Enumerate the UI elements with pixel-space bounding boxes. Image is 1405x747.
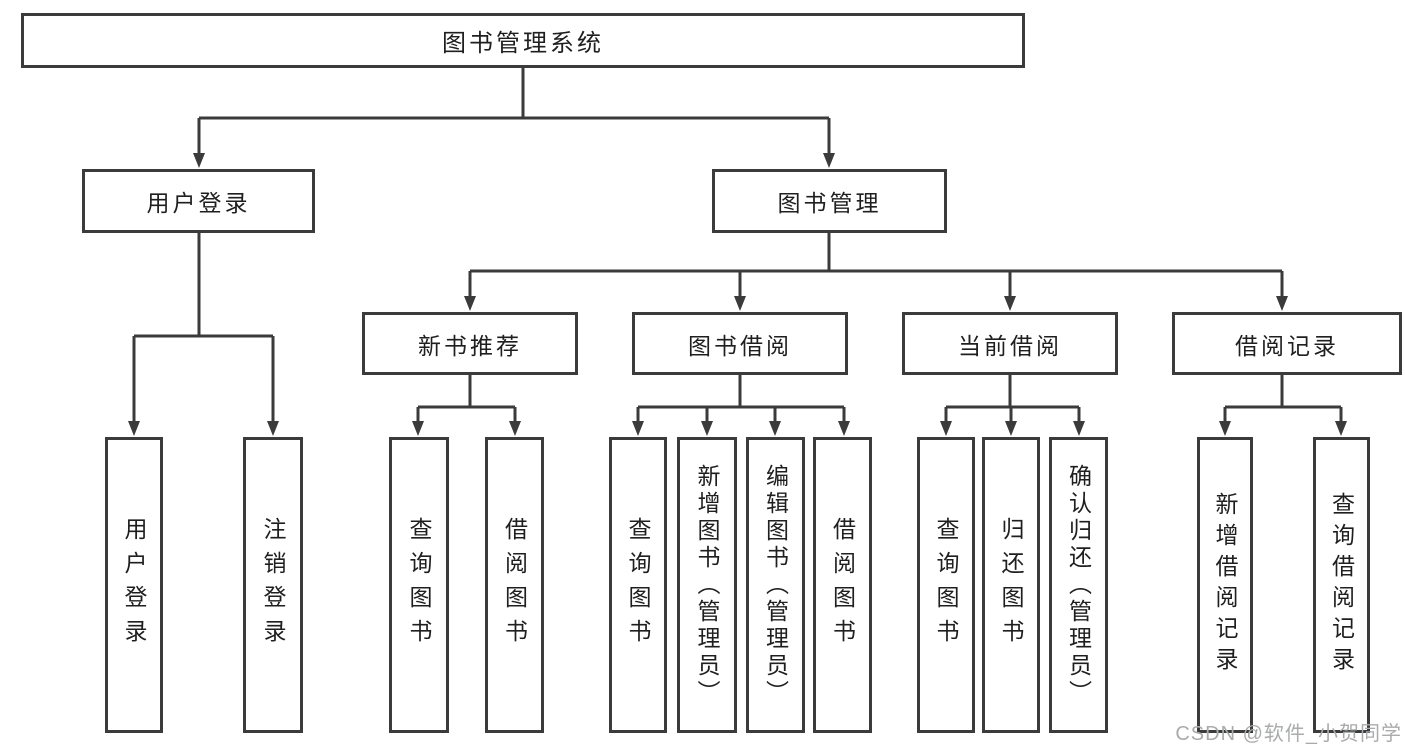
- arrowheads: [128, 153, 1347, 436]
- leaf-query-books-recommend-label: 查询图书: [406, 517, 432, 653]
- leaf-confirm-return-admin-label: 确认归还（管理员）: [1065, 463, 1092, 707]
- watermark-text: CSDN @软件_小贺同学: [1175, 723, 1402, 745]
- node-user-login: 用户登录: [82, 169, 315, 233]
- node-book-management-label: 图书管理: [777, 190, 882, 216]
- node-user-login-label: 用户登录: [146, 190, 251, 216]
- leaf-query-books-current-label: 查询图书: [933, 517, 959, 653]
- leaf-query-borrow-record: 查询借阅记录: [1313, 437, 1370, 733]
- node-new-book-recommend: 新书推荐: [362, 312, 578, 375]
- leaf-add-borrow-record-label: 新增借阅记录: [1212, 492, 1238, 678]
- leaf-logout-label: 注销登录: [260, 517, 286, 653]
- leaf-return-book: 归还图书: [982, 437, 1040, 733]
- leaf-query-borrow-record-label: 查询借阅记录: [1328, 492, 1355, 678]
- tree-edges: [132, 68, 1343, 424]
- leaf-confirm-return-admin: 确认归还（管理员）: [1049, 437, 1108, 733]
- leaf-logout: 注销登录: [243, 437, 303, 733]
- leaf-edit-book-admin-label: 编辑图书（管理员）: [762, 463, 789, 707]
- node-root-system: 图书管理系统: [21, 13, 1025, 68]
- leaf-query-books-current: 查询图书: [917, 437, 975, 733]
- leaf-borrow-books: 借阅图书: [813, 437, 872, 733]
- node-book-management: 图书管理: [712, 169, 947, 233]
- leaf-add-borrow-record: 新增借阅记录: [1197, 437, 1253, 733]
- leaf-borrow-books-recommend: 借阅图书: [485, 437, 544, 733]
- node-root-label: 图书管理系统: [442, 30, 604, 57]
- node-book-borrowing-label: 图书借阅: [688, 332, 792, 359]
- node-borrowing-records-label: 借阅记录: [1235, 332, 1339, 359]
- node-current-borrowing: 当前借阅: [902, 312, 1118, 375]
- leaf-query-books-borrowing: 查询图书: [609, 437, 667, 733]
- node-new-book-recommend-label: 新书推荐: [418, 332, 522, 359]
- leaf-query-books-recommend: 查询图书: [389, 437, 449, 733]
- node-current-borrowing-label: 当前借阅: [958, 332, 1062, 359]
- leaf-edit-book-admin: 编辑图书（管理员）: [746, 437, 805, 733]
- leaf-add-book-admin-label: 新增图书（管理员）: [694, 463, 720, 707]
- node-book-borrowing: 图书借阅: [632, 312, 848, 375]
- leaf-return-book-label: 归还图书: [998, 517, 1024, 653]
- leaf-user-login-label: 用户登录: [121, 517, 147, 653]
- leaf-borrow-books-label: 借阅图书: [829, 517, 856, 653]
- leaf-query-books-borrowing-label: 查询图书: [625, 517, 651, 653]
- leaf-borrow-books-recommend-label: 借阅图书: [501, 517, 528, 653]
- node-borrowing-records: 借阅记录: [1172, 312, 1402, 375]
- leaf-user-login: 用户登录: [105, 437, 163, 733]
- leaf-add-book-admin: 新增图书（管理员）: [677, 437, 737, 733]
